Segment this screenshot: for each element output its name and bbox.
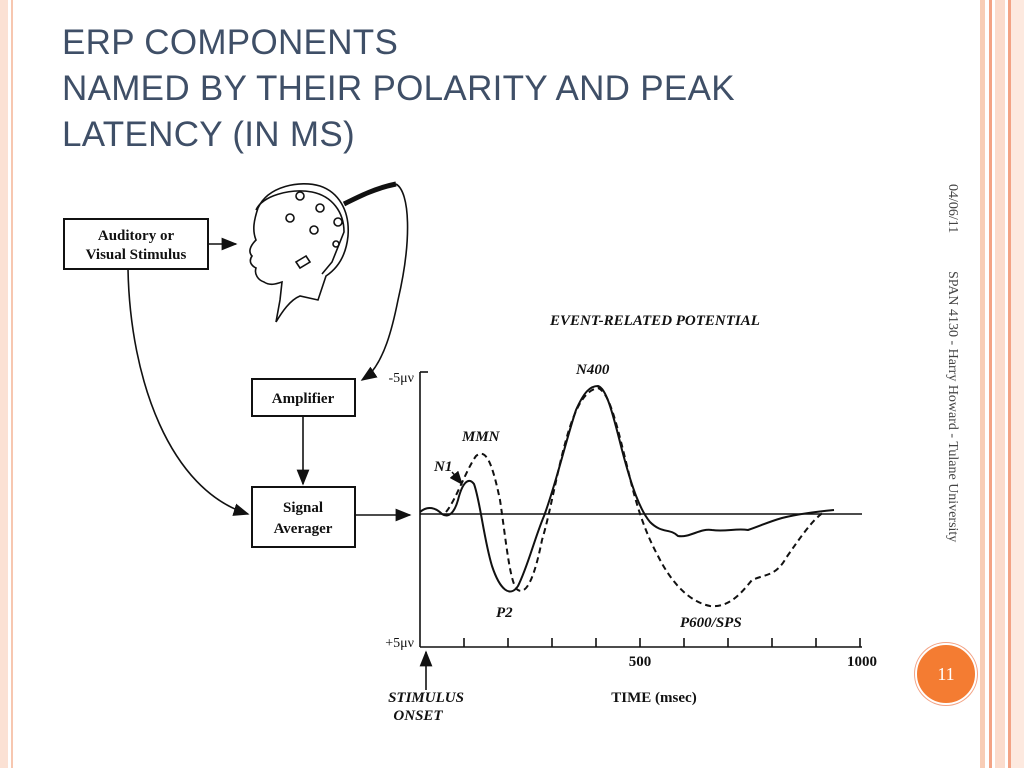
page-number-badge: 11	[915, 643, 977, 705]
component-p600-label: P600/SPS	[680, 615, 742, 631]
x-tick-500: 500	[629, 654, 652, 670]
stimulus-onset-label-1: STIMULUS	[388, 690, 464, 706]
left-decorative-border	[0, 0, 24, 768]
erp-dashed-waveform	[445, 386, 825, 608]
component-p2-label: P2	[496, 605, 513, 621]
stimulus-onset-label-2: ONSET	[393, 708, 443, 724]
stimulus-box: Auditory or Visual Stimulus	[63, 218, 209, 270]
right-decorative-border	[980, 0, 1024, 768]
n1-pointer-arrow	[449, 470, 463, 486]
electrode-cable	[342, 181, 397, 207]
averager-label-1: Signal	[283, 500, 323, 516]
x-axis-ticks	[463, 638, 861, 647]
erp-solid-waveform	[419, 384, 835, 593]
cable-to-amplifier-arrow	[360, 183, 409, 381]
amplifier-box: Amplifier	[251, 378, 356, 417]
x-tick-1000: 1000	[847, 654, 877, 670]
head-with-eeg-cap-icon	[249, 183, 349, 323]
stimulus-label-1: Auditory or	[98, 228, 175, 244]
component-mmn-label: MMN	[461, 429, 501, 445]
slide-title: ERP COMPONENTS NAMED BY THEIR POLARITY A…	[62, 20, 882, 158]
component-n1-label: N1	[433, 459, 452, 475]
title-line-2: NAMED BY THEIR POLARITY AND PEAK	[62, 69, 735, 108]
y-top-label: -5μν	[389, 371, 415, 386]
stimulus-label-2: Visual Stimulus	[86, 247, 187, 263]
amplifier-label: Amplifier	[272, 391, 335, 407]
signal-averager-box: Signal Averager	[251, 486, 356, 548]
title-line-3: LATENCY (IN MS)	[62, 115, 355, 154]
title-line-1: ERP COMPONENTS	[62, 23, 399, 62]
y-bottom-label: +5μν	[385, 636, 414, 651]
erp-title: EVENT-RELATED POTENTIAL	[549, 313, 760, 329]
x-axis-label: TIME (msec)	[611, 690, 696, 706]
averager-label-2: Averager	[274, 521, 333, 537]
stimulus-to-averager-arrow	[127, 268, 250, 516]
component-n400-label: N400	[575, 362, 610, 378]
